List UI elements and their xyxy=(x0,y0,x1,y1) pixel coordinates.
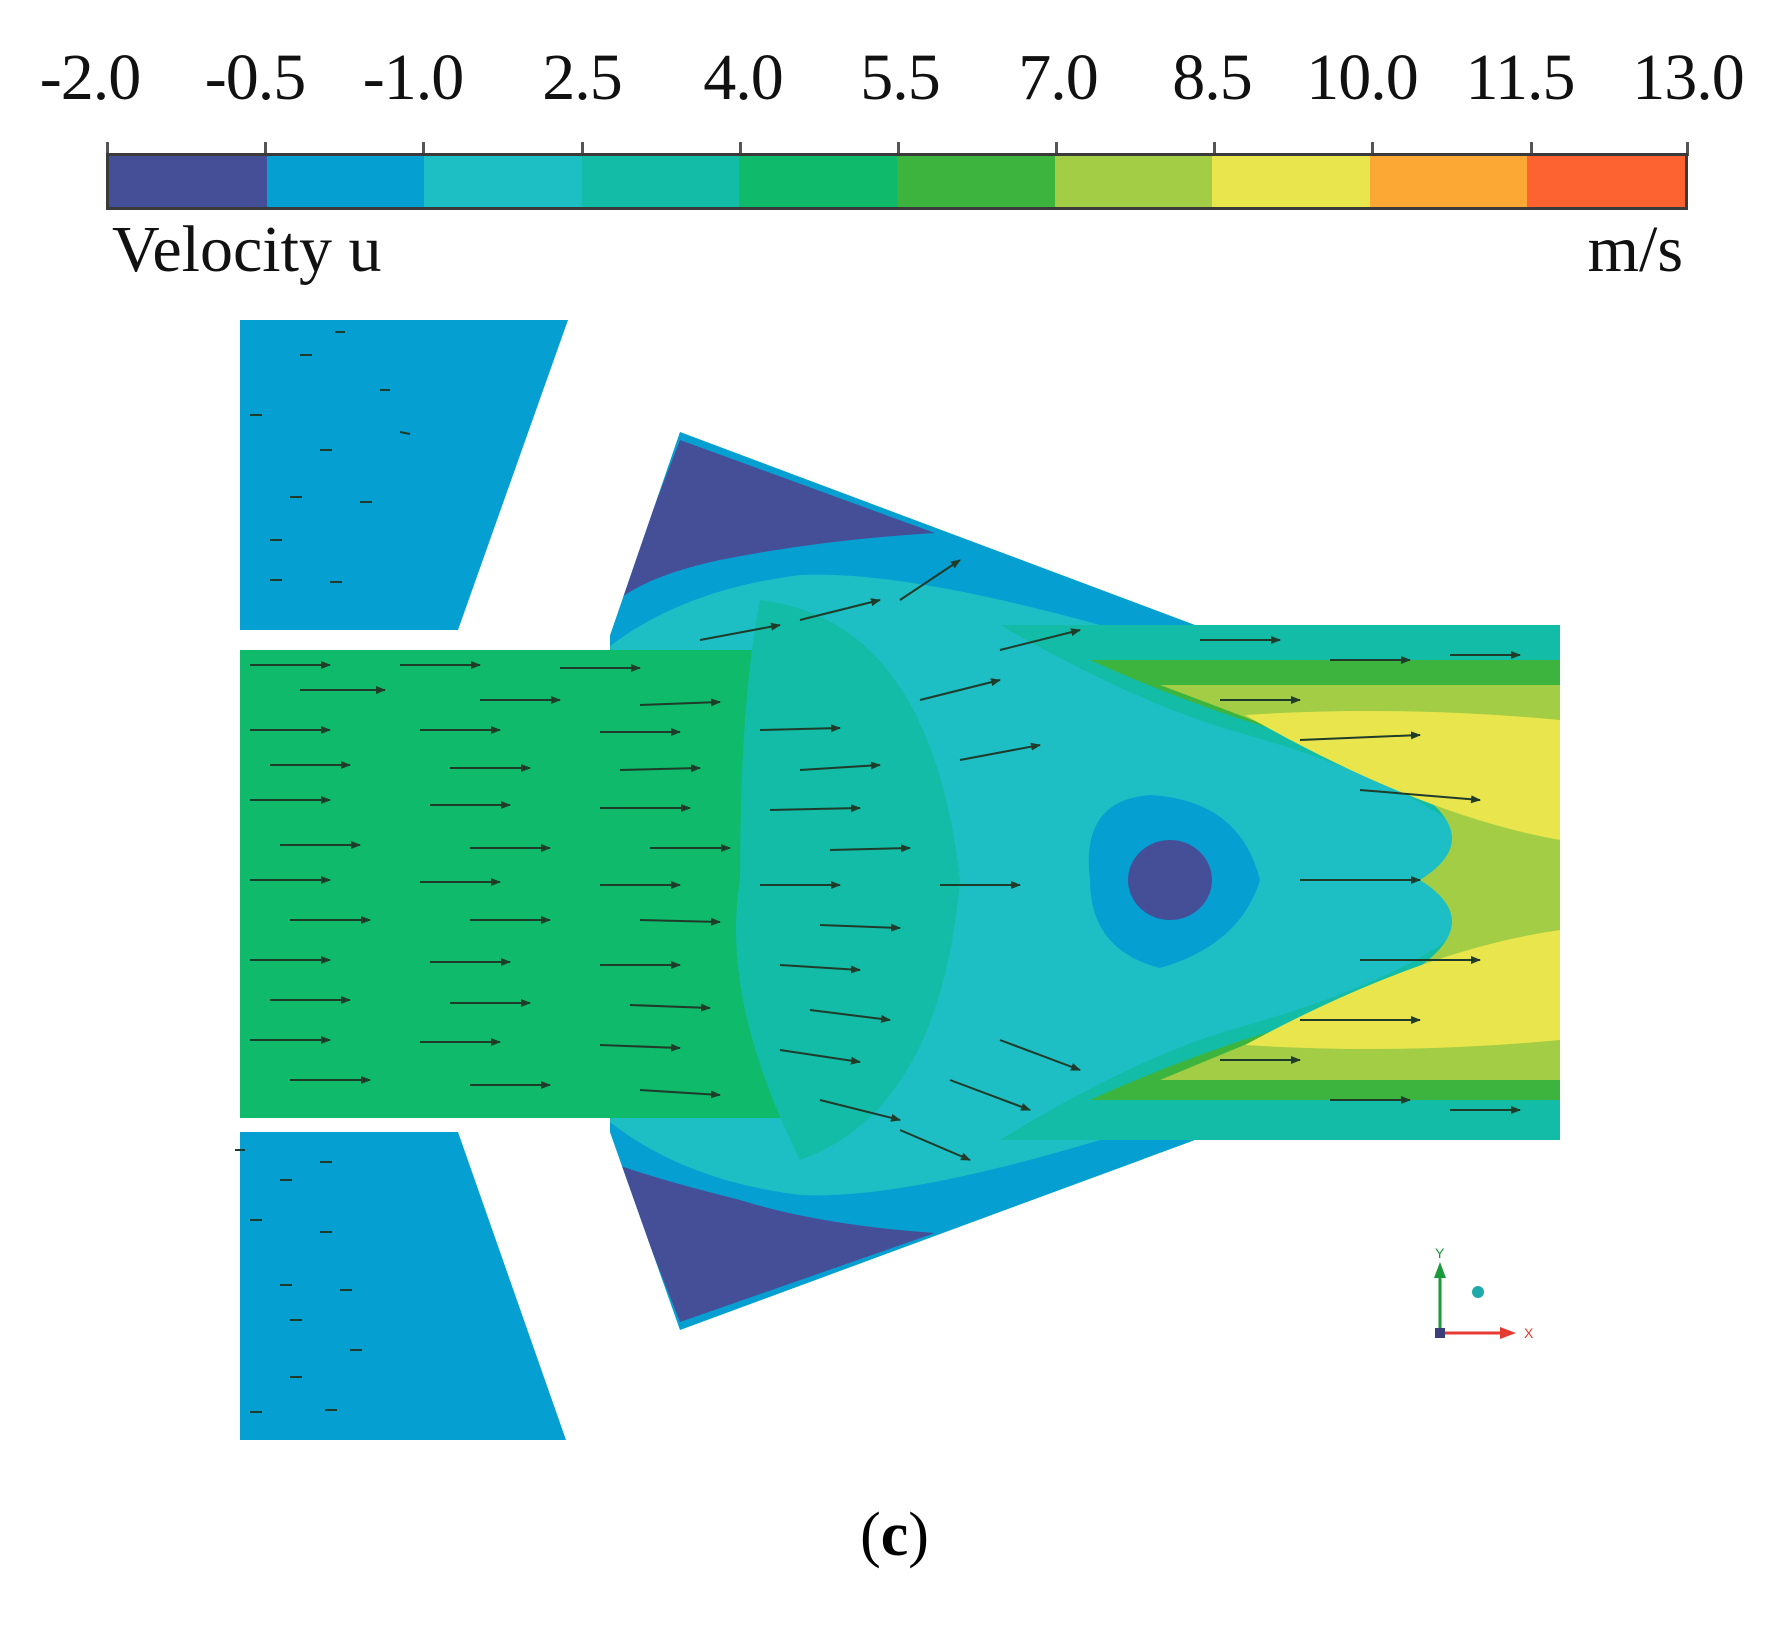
tick-label: 10.0 xyxy=(1306,41,1418,114)
colorbar-title: Velocity u xyxy=(112,213,382,286)
upper-side-inlet xyxy=(240,320,568,630)
triad-x-label: X xyxy=(1524,1325,1534,1341)
tick-label: 5.5 xyxy=(860,41,940,114)
colorbar-tick xyxy=(264,142,267,156)
colorbar-segment xyxy=(739,156,897,207)
caption-letter: c xyxy=(880,1501,909,1569)
colorbar-segment xyxy=(581,156,740,207)
colorbar-tick xyxy=(739,142,742,156)
velocity-vectors xyxy=(250,559,1521,1161)
colorbar-tick xyxy=(1055,142,1058,156)
tick-label: 11.5 xyxy=(1465,41,1575,114)
colorbar-segment xyxy=(1212,156,1370,207)
tick-label: 13.0 xyxy=(1632,41,1744,114)
colorbar-segment xyxy=(424,156,582,207)
colorbar-tick-labels: -2.0 -0.5 -1.0 2.5 4.0 5.5 7.0 8.5 10.0 … xyxy=(0,38,1789,118)
tick-label: -0.5 xyxy=(204,41,306,114)
tick-label: 2.5 xyxy=(542,41,622,114)
colorbar-tick xyxy=(581,142,584,156)
lower-side-inlet xyxy=(240,1132,566,1440)
colorbar-tick xyxy=(1686,142,1689,156)
colorbar-unit: m/s xyxy=(1587,213,1683,286)
axes-triad: Y X xyxy=(1434,1245,1534,1341)
figure-caption: (c) xyxy=(0,1500,1789,1571)
colorbar-tick xyxy=(1371,142,1374,156)
tick-label: -1.0 xyxy=(362,41,464,114)
colorbar-segment xyxy=(1369,156,1528,207)
colorbar-tick xyxy=(422,142,425,156)
colorbar-segment xyxy=(266,156,425,207)
colorbar-segment xyxy=(1527,156,1685,207)
tick-label: 7.0 xyxy=(1018,41,1098,114)
tick-label: 4.0 xyxy=(703,41,783,114)
colorbar-tick xyxy=(1213,142,1216,156)
side-inlet-vectors xyxy=(235,331,411,1413)
colorbar-tick xyxy=(1530,142,1533,156)
caption-open: ( xyxy=(860,1501,881,1569)
colorbar-segment xyxy=(109,156,267,207)
colorbar xyxy=(106,153,1688,210)
colorbar-tick xyxy=(897,142,900,156)
colorbar-tick xyxy=(106,142,109,156)
colorbar-segment xyxy=(1054,156,1213,207)
colorbar-segment xyxy=(896,156,1055,207)
triad-y-label: Y xyxy=(1435,1245,1445,1261)
tick-label: 8.5 xyxy=(1172,41,1252,114)
tick-label: -2.0 xyxy=(39,41,141,114)
caption-close: ) xyxy=(908,1501,929,1569)
